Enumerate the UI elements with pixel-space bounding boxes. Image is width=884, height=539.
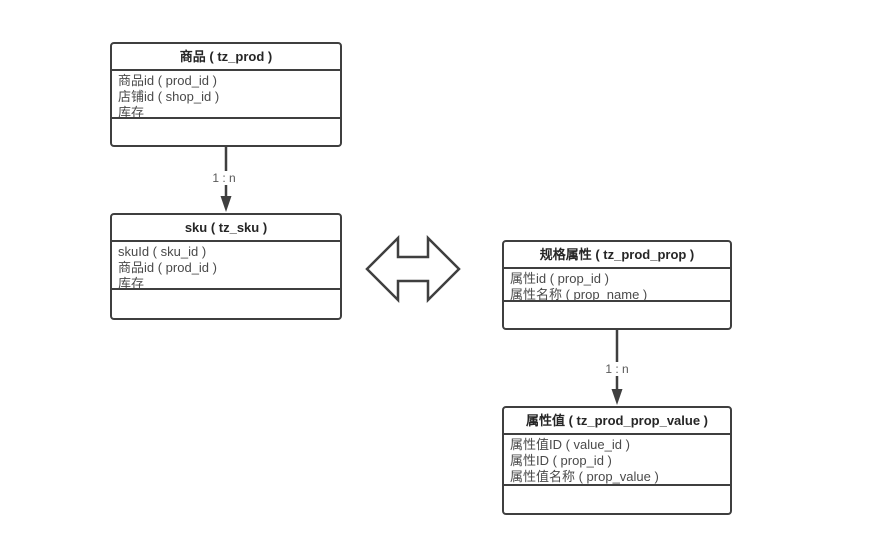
- table-field: skuId ( sku_id ): [118, 244, 207, 259]
- table-field: 商品id ( prod_id ): [118, 260, 217, 275]
- table-field: 属性名称 ( prop_name ): [510, 287, 648, 302]
- table-field: 属性id ( prop_id ): [510, 271, 609, 286]
- double-arrow-icon: [365, 234, 461, 304]
- entity-table-prod-prop-value: 属性值 ( tz_prod_prop_value ) 属性值ID ( value…: [502, 406, 732, 515]
- entity-table-prod-prop: 规格属性 ( tz_prod_prop ) 属性id ( prop_id ) 属…: [502, 240, 732, 330]
- entity-table-prod: 商品 ( tz_prod ) 商品id ( prod_id ) 店铺id ( s…: [110, 42, 342, 147]
- table-title: sku ( tz_sku ): [112, 215, 340, 242]
- table-title: 规格属性 ( tz_prod_prop ): [504, 242, 730, 269]
- table-field: 库存: [118, 105, 145, 119]
- table-fields: 商品id ( prod_id ) 店铺id ( shop_id ) 库存: [112, 71, 340, 119]
- table-fields: 属性值ID ( value_id ) 属性ID ( prop_id ) 属性值名…: [504, 435, 730, 486]
- arrowhead-down-icon: [220, 196, 232, 212]
- table-field: 属性值名称 ( prop_value ): [510, 469, 659, 484]
- table-title: 属性值 ( tz_prod_prop_value ): [504, 408, 730, 435]
- arrowhead-down-icon: [611, 389, 623, 405]
- table-field: 店铺id ( shop_id ): [118, 89, 220, 104]
- table-fields: skuId ( sku_id ) 商品id ( prod_id ) 库存: [112, 242, 340, 290]
- table-field: 属性值ID ( value_id ): [510, 437, 630, 452]
- table-field: 库存: [118, 276, 145, 290]
- entity-table-sku: sku ( tz_sku ) skuId ( sku_id ) 商品id ( p…: [110, 213, 342, 320]
- table-fields: 属性id ( prop_id ) 属性名称 ( prop_name ): [504, 269, 730, 302]
- table-empty-section: [112, 119, 340, 145]
- relation-label: 1 : n: [602, 362, 632, 376]
- table-field: 属性ID ( prop_id ): [510, 453, 612, 468]
- relation-label: 1 : n: [209, 171, 239, 185]
- table-empty-section: [112, 290, 340, 318]
- table-empty-section: [504, 486, 730, 513]
- table-field: 商品id ( prod_id ): [118, 73, 217, 88]
- table-title: 商品 ( tz_prod ): [112, 44, 340, 71]
- table-empty-section: [504, 302, 730, 328]
